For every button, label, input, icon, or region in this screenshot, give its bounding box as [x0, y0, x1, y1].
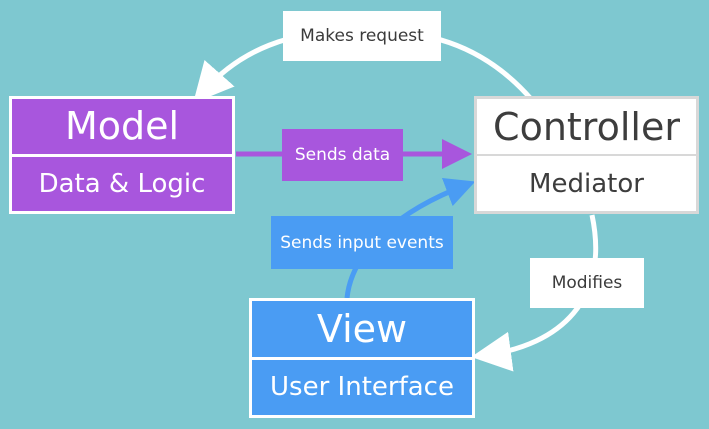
- arrow-modifies: [471, 214, 599, 372]
- model-subtitle: Data & Logic: [38, 168, 206, 199]
- edge-label-sends-data: Sends data: [282, 129, 403, 181]
- edge-label-sends-input-events: Sends input events: [271, 216, 453, 269]
- edge-label-makes-request: Makes request: [283, 11, 441, 61]
- controller-title: Controller: [477, 99, 696, 156]
- controller-subtitle: Mediator: [529, 168, 644, 199]
- controller-node: Controller Mediator: [474, 96, 699, 214]
- view-node: View User Interface: [249, 298, 475, 418]
- model-node: Model Data & Logic: [9, 96, 235, 214]
- edge-label-modifies: Modifies: [530, 258, 644, 308]
- view-title: View: [252, 301, 472, 360]
- model-title: Model: [12, 99, 232, 157]
- view-subtitle: User Interface: [270, 372, 454, 403]
